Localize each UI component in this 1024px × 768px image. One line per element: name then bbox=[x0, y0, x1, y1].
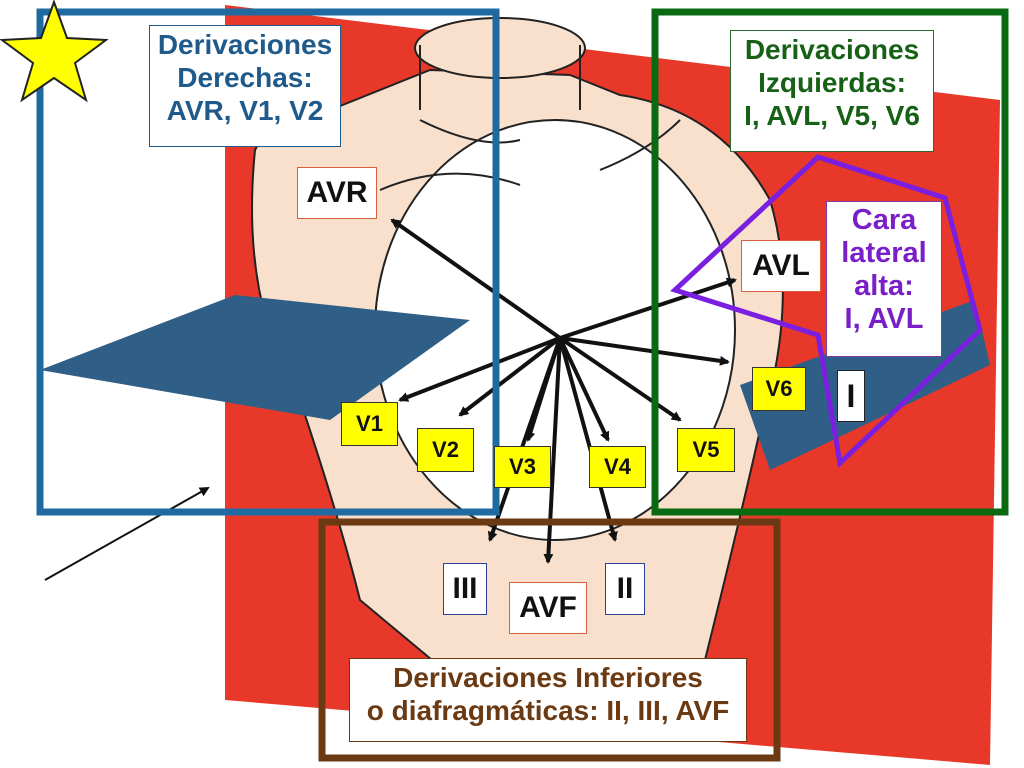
right-leads-frame bbox=[36, 8, 500, 516]
lead-label-i: I bbox=[837, 370, 865, 422]
lateral-high-title: Cara lateral alta: I, AVL bbox=[826, 201, 942, 357]
lead-label-ii: II bbox=[605, 563, 645, 615]
lead-label-v3: V3 bbox=[494, 446, 551, 488]
lead-label-avf: AVF bbox=[509, 582, 587, 634]
lead-label-avr: AVR bbox=[297, 167, 377, 219]
lead-label-v2: V2 bbox=[417, 428, 474, 472]
lead-label-v5: V5 bbox=[677, 428, 735, 472]
lateral-high-frame bbox=[670, 154, 983, 469]
lead-label-v6: V6 bbox=[752, 367, 806, 411]
right-leads-title: Derivaciones Derechas: AVR, V1, V2 bbox=[149, 25, 341, 147]
inferior-leads-title: Derivaciones Inferiores o diafragmáticas… bbox=[349, 658, 747, 742]
lead-label-avl: AVL bbox=[741, 240, 821, 292]
inferior-leads-frame bbox=[318, 518, 781, 762]
left-leads-title: Derivaciones Izquierdas: I, AVL, V5, V6 bbox=[730, 30, 934, 152]
horizontal-plane bbox=[40, 295, 470, 420]
lead-label-v4: V4 bbox=[589, 446, 646, 488]
left-leads-frame bbox=[651, 8, 1009, 516]
observer-arrow bbox=[44, 487, 210, 581]
lead-label-v1: V1 bbox=[341, 402, 398, 446]
star-icon bbox=[0, 0, 109, 103]
lead-label-iii: III bbox=[443, 563, 487, 615]
